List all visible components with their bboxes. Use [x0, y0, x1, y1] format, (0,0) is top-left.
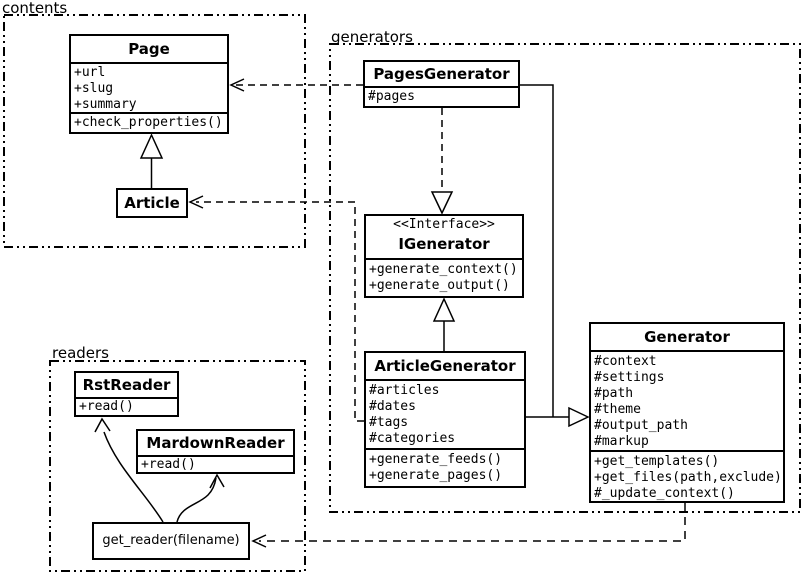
- edge-generators-inherit-generator: [520, 84, 590, 428]
- class-pagesgenerator-name: PagesGenerator: [373, 65, 510, 83]
- class-pagesgenerator-attributes: #pages: [365, 86, 518, 106]
- class-rstreader: RstReader +read(): [74, 371, 179, 417]
- class-article-name: Article: [124, 194, 180, 212]
- class-generator-methods: +get_templates() +get_files(path,exclude…: [591, 450, 783, 501]
- method: +generate_feeds(): [369, 452, 503, 467]
- package-border-readers: [49, 360, 306, 572]
- method: +read(): [79, 399, 134, 414]
- class-page-name: Page: [128, 40, 170, 58]
- method: +get_files(path,exclude): [594, 470, 782, 485]
- method: +get_templates(): [594, 454, 720, 469]
- class-igenerator-methods: +generate_context() +generate_output(): [366, 258, 522, 296]
- package-border-contents: [3, 14, 306, 248]
- attribute: #dates: [369, 399, 416, 414]
- class-igenerator: <<Interface>> IGenerator +generate_conte…: [364, 214, 524, 298]
- attribute: #categories: [369, 431, 456, 446]
- class-rstreader-methods: +read(): [76, 397, 177, 415]
- edge-generator-depends-getreader: [251, 503, 686, 548]
- edge-getreader-to-mardownreader: [176, 473, 225, 523]
- package-border-generators: [329, 43, 801, 513]
- edge-getreader-to-rstreader: [94, 417, 164, 523]
- edge-pagesgenerator-depends-page: [229, 78, 363, 92]
- class-articlegenerator: ArticleGenerator #articles #dates #tags …: [364, 351, 526, 488]
- attribute: +summary: [74, 97, 137, 112]
- attribute: #output_path: [594, 418, 688, 433]
- class-generator-attributes: #context #settings #path #theme #output_…: [591, 350, 783, 450]
- class-generator: Generator #context #settings #path #them…: [589, 322, 785, 503]
- class-mardownreader-name: MardownReader: [146, 434, 285, 452]
- class-mardownreader: MardownReader +read(): [136, 429, 295, 474]
- attribute: #tags: [369, 415, 409, 430]
- function-box-get-reader: get_reader(filename): [92, 522, 250, 560]
- package-label-contents: contents: [2, 0, 68, 17]
- attribute: +slug: [74, 81, 114, 96]
- class-mardownreader-methods: +read(): [138, 455, 293, 472]
- attribute: #context: [594, 354, 657, 369]
- attribute: #articles: [369, 383, 440, 398]
- attribute: #markup: [594, 434, 649, 449]
- attribute: #pages: [368, 89, 415, 104]
- class-articlegenerator-methods: +generate_feeds() +generate_pages(): [366, 448, 524, 486]
- method: +check_properties(): [74, 115, 223, 130]
- class-pagesgenerator: PagesGenerator #pages: [363, 60, 520, 108]
- class-page-attributes: +url +slug +summary: [71, 62, 227, 112]
- class-page: Page +url +slug +summary +check_properti…: [69, 34, 229, 134]
- attribute: #path: [594, 386, 634, 401]
- class-igenerator-stereotype: <<Interface>>: [393, 217, 495, 232]
- edge-articlegenerator-depends-article: [188, 195, 364, 422]
- method: +read(): [141, 457, 196, 472]
- class-rstreader-name: RstReader: [82, 376, 171, 394]
- edge-article-inherits-page: [139, 133, 164, 188]
- method: +generate_output(): [369, 278, 510, 293]
- method: +generate_pages(): [369, 468, 503, 483]
- edge-articlegenerator-inherits-igenerator: [432, 297, 456, 351]
- package-label-generators: generators: [331, 28, 413, 46]
- class-generator-name: Generator: [644, 328, 730, 346]
- class-page-methods: +check_properties(): [71, 112, 227, 132]
- attribute: +url: [74, 65, 106, 80]
- method: #_update_context(): [594, 486, 735, 501]
- class-articlegenerator-attributes: #articles #dates #tags #categories: [366, 379, 524, 448]
- package-label-readers: readers: [52, 344, 109, 362]
- class-articlegenerator-name: ArticleGenerator: [374, 357, 516, 375]
- edge-pagesgenerator-realizes-igenerator: [430, 108, 454, 215]
- method: +generate_context(): [369, 262, 518, 277]
- attribute: #settings: [594, 370, 665, 385]
- class-igenerator-name: IGenerator: [398, 235, 490, 253]
- class-article: Article: [116, 188, 188, 218]
- attribute: #theme: [594, 402, 641, 417]
